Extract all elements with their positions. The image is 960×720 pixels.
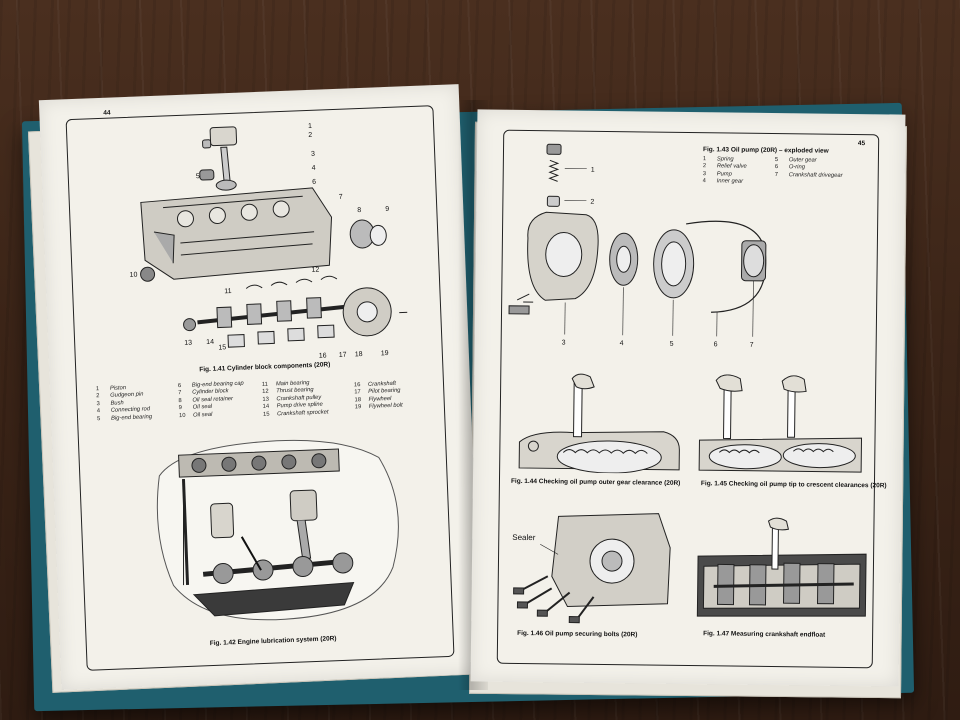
- crankshaft-endfloat-drawing: [693, 516, 870, 622]
- svg-text:7: 7: [339, 194, 343, 201]
- oil-pump-exploded-drawing: 1 2 3 4 5 6 7: [505, 138, 808, 352]
- svg-text:6: 6: [312, 179, 316, 186]
- svg-text:4: 4: [620, 340, 624, 347]
- fig146-caption: Fig. 1.46 Oil pump securing bolts (20R): [517, 629, 638, 639]
- oil-pump-bolts-drawing: Sealer: [507, 506, 678, 626]
- engine-lubrication-drawing: [138, 426, 415, 636]
- right-page: 45 Fig. 1.43 Oil pump (20R) – exploded v…: [470, 109, 906, 687]
- svg-text:3: 3: [562, 339, 566, 346]
- fig147-caption: Fig. 1.47 Measuring crankshaft endfloat: [703, 630, 826, 639]
- svg-text:8: 8: [357, 207, 361, 214]
- left-page: 44: [38, 84, 482, 690]
- svg-text:4: 4: [312, 165, 316, 172]
- svg-text:17: 17: [339, 352, 347, 359]
- tip-to-crescent-clearance-drawing: [695, 374, 866, 476]
- cylinder-block-drawing: 1 2 3 4 5 6 7 8 9 10 11 12 13 14 15 16 1…: [110, 114, 410, 370]
- svg-text:6: 6: [714, 341, 718, 348]
- svg-text:2: 2: [308, 132, 312, 139]
- fig141-callouts: 1 2 3 4 5 6 7 8 9 10 11 12 13 14 15 16 1…: [129, 123, 389, 360]
- svg-text:19: 19: [381, 350, 389, 357]
- svg-text:3: 3: [311, 151, 315, 158]
- svg-text:11: 11: [224, 288, 232, 295]
- sealer-label: Sealer: [512, 533, 536, 542]
- svg-text:1: 1: [308, 123, 312, 130]
- svg-text:10: 10: [129, 272, 137, 279]
- svg-text:12: 12: [311, 267, 319, 274]
- fig143-callouts: 1 2 3 4 5 6 7: [562, 167, 754, 349]
- svg-text:1: 1: [591, 167, 595, 174]
- svg-text:5: 5: [670, 341, 674, 348]
- svg-text:5: 5: [196, 173, 200, 180]
- left-page-number: 44: [103, 109, 111, 117]
- svg-text:7: 7: [750, 342, 754, 349]
- svg-text:14: 14: [206, 339, 214, 346]
- svg-text:18: 18: [355, 351, 363, 358]
- outer-gear-clearance-drawing: [513, 372, 684, 474]
- right-page-number: 45: [857, 140, 866, 148]
- svg-text:2: 2: [590, 199, 594, 206]
- svg-text:16: 16: [319, 352, 327, 359]
- svg-text:13: 13: [184, 340, 192, 347]
- svg-text:15: 15: [218, 344, 226, 351]
- svg-text:9: 9: [385, 206, 389, 213]
